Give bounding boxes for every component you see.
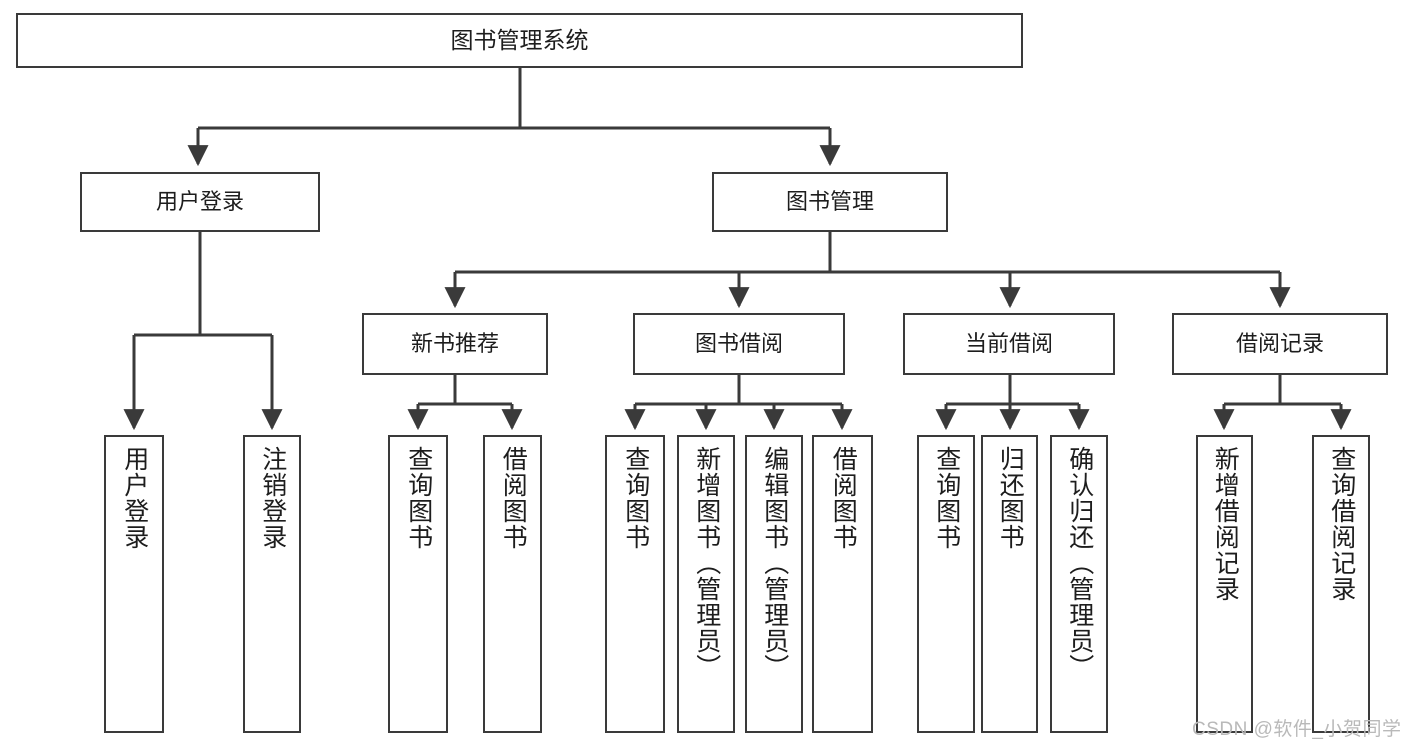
node-label: 新增图书（管理员） xyxy=(692,446,721,680)
leaf-add-borrow-record[interactable]: 新增借阅记录 xyxy=(1196,435,1253,733)
leaf-query-borrow-record[interactable]: 查询借阅记录 xyxy=(1312,435,1370,733)
node-user-login[interactable]: 用户登录 xyxy=(80,172,320,232)
node-label: 图书管理系统 xyxy=(450,27,589,54)
node-label: 借阅记录 xyxy=(1235,331,1324,357)
node-label: 确认归还（管理员） xyxy=(1065,446,1094,680)
leaf-query-book-borrow[interactable]: 查询图书 xyxy=(605,435,665,733)
node-label: 查询图书 xyxy=(404,446,433,550)
node-book-borrow[interactable]: 图书借阅 xyxy=(633,313,845,375)
node-label: 归还图书 xyxy=(996,446,1025,550)
node-label: 图书借阅 xyxy=(694,331,783,357)
leaf-user-login[interactable]: 用户登录 xyxy=(104,435,164,733)
leaf-borrow-book-recommend[interactable]: 借阅图书 xyxy=(483,435,542,733)
leaf-confirm-return-admin[interactable]: 确认归还（管理员） xyxy=(1050,435,1108,733)
node-label: 借阅图书 xyxy=(829,446,858,550)
node-book-management[interactable]: 图书管理 xyxy=(712,172,948,232)
node-label: 借阅图书 xyxy=(499,446,528,550)
node-label: 图书管理 xyxy=(785,189,874,215)
node-label: 用户登录 xyxy=(120,446,149,550)
node-borrow-record[interactable]: 借阅记录 xyxy=(1172,313,1388,375)
node-label: 用户登录 xyxy=(155,189,244,215)
node-new-book-recommend[interactable]: 新书推荐 xyxy=(362,313,548,375)
node-label: 编辑图书（管理员） xyxy=(760,446,789,680)
leaf-edit-book-admin[interactable]: 编辑图书（管理员） xyxy=(745,435,803,733)
leaf-query-book-current[interactable]: 查询图书 xyxy=(917,435,975,733)
leaf-borrow-book[interactable]: 借阅图书 xyxy=(812,435,873,733)
leaf-user-logout[interactable]: 注销登录 xyxy=(243,435,301,733)
node-label: 当前借阅 xyxy=(964,331,1053,357)
node-current-borrow[interactable]: 当前借阅 xyxy=(903,313,1115,375)
node-root-system[interactable]: 图书管理系统 xyxy=(16,13,1023,68)
node-label: 新增借阅记录 xyxy=(1211,446,1240,602)
csdn-watermark: CSDN @软件_小贺同学 xyxy=(1192,719,1402,740)
node-label: 新书推荐 xyxy=(410,331,499,357)
leaf-add-book-admin[interactable]: 新增图书（管理员） xyxy=(677,435,735,733)
node-label: 查询借阅记录 xyxy=(1327,446,1356,602)
node-label: 注销登录 xyxy=(258,446,287,550)
leaf-return-book[interactable]: 归还图书 xyxy=(981,435,1038,733)
node-label: 查询图书 xyxy=(621,446,650,550)
leaf-query-book-recommend[interactable]: 查询图书 xyxy=(388,435,448,733)
node-label: 查询图书 xyxy=(932,446,961,550)
